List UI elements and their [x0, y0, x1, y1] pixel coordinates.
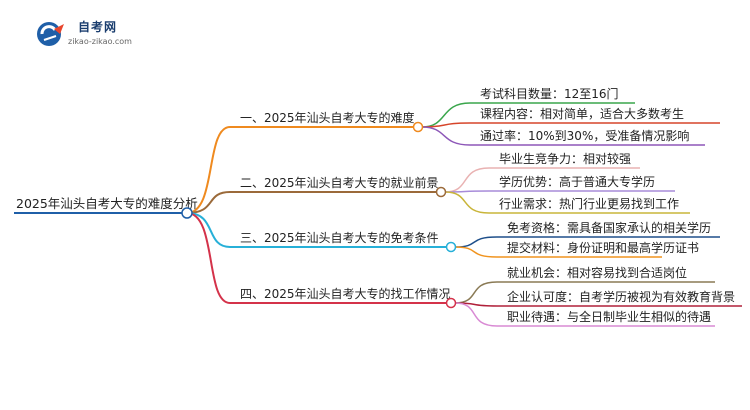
leaf-label: 职业待遇：与全日制毕业生相似的待遇 [507, 309, 711, 324]
logo-url: zikao-zikao.com [68, 37, 132, 46]
leaf-label: 提交材料：身份证明和最高学历证书 [507, 240, 699, 255]
branch-node [412, 121, 424, 133]
branch-label: 三、2025年汕头自考大专的免考条件 [240, 230, 439, 245]
branch-node [435, 186, 447, 198]
leaf-label: 通过率：10%到30%，受准备情况影响 [480, 128, 689, 143]
root-node [181, 207, 193, 219]
leaf-label: 课程内容：相对简单，适合大多数考生 [480, 106, 684, 121]
site-logo[interactable]: 自考网 zikao-zikao.com [34, 18, 154, 50]
branch-connector [186, 212, 231, 248]
logo-mark-icon [37, 22, 64, 46]
root-label: 2025年汕头自考大专的难度分析 [16, 196, 198, 211]
branch-connector [186, 191, 231, 214]
logo-name: 自考网 [78, 20, 118, 34]
leaf-connector [454, 246, 498, 258]
leaf-label: 学历优势：高于普通大专学历 [499, 174, 655, 189]
branch-node [445, 241, 457, 253]
leaf-connector [421, 126, 471, 146]
leaf-connector [454, 281, 498, 304]
branch-connector [186, 126, 231, 214]
leaf-connector [454, 236, 498, 248]
branch-label: 四、2025年汕头自考大专的找工作情况 [240, 286, 451, 301]
leaf-label: 就业机会：相对容易找到合适岗位 [507, 265, 687, 280]
branch-connector [186, 212, 231, 304]
leaf-label: 考试科目数量：12至16门 [480, 86, 619, 101]
leaf-connector [454, 302, 498, 327]
leaf-connector [444, 191, 490, 214]
leaf-connector [421, 122, 471, 128]
leaf-connector [444, 167, 490, 193]
leaf-label: 免考资格：需具备国家承认的相关学历 [507, 220, 711, 235]
leaf-label: 行业需求：热门行业更易找到工作 [499, 196, 679, 211]
branch-label: 二、2025年汕头自考大专的就业前景 [240, 175, 439, 190]
leaf-label: 毕业生竞争力：相对较强 [499, 151, 631, 166]
leaf-label: 企业认可度：自考学历被视为有效教育背景 [507, 289, 735, 304]
branch-label: 一、2025年汕头自考大专的难度 [240, 110, 415, 125]
branch-node [445, 297, 457, 309]
